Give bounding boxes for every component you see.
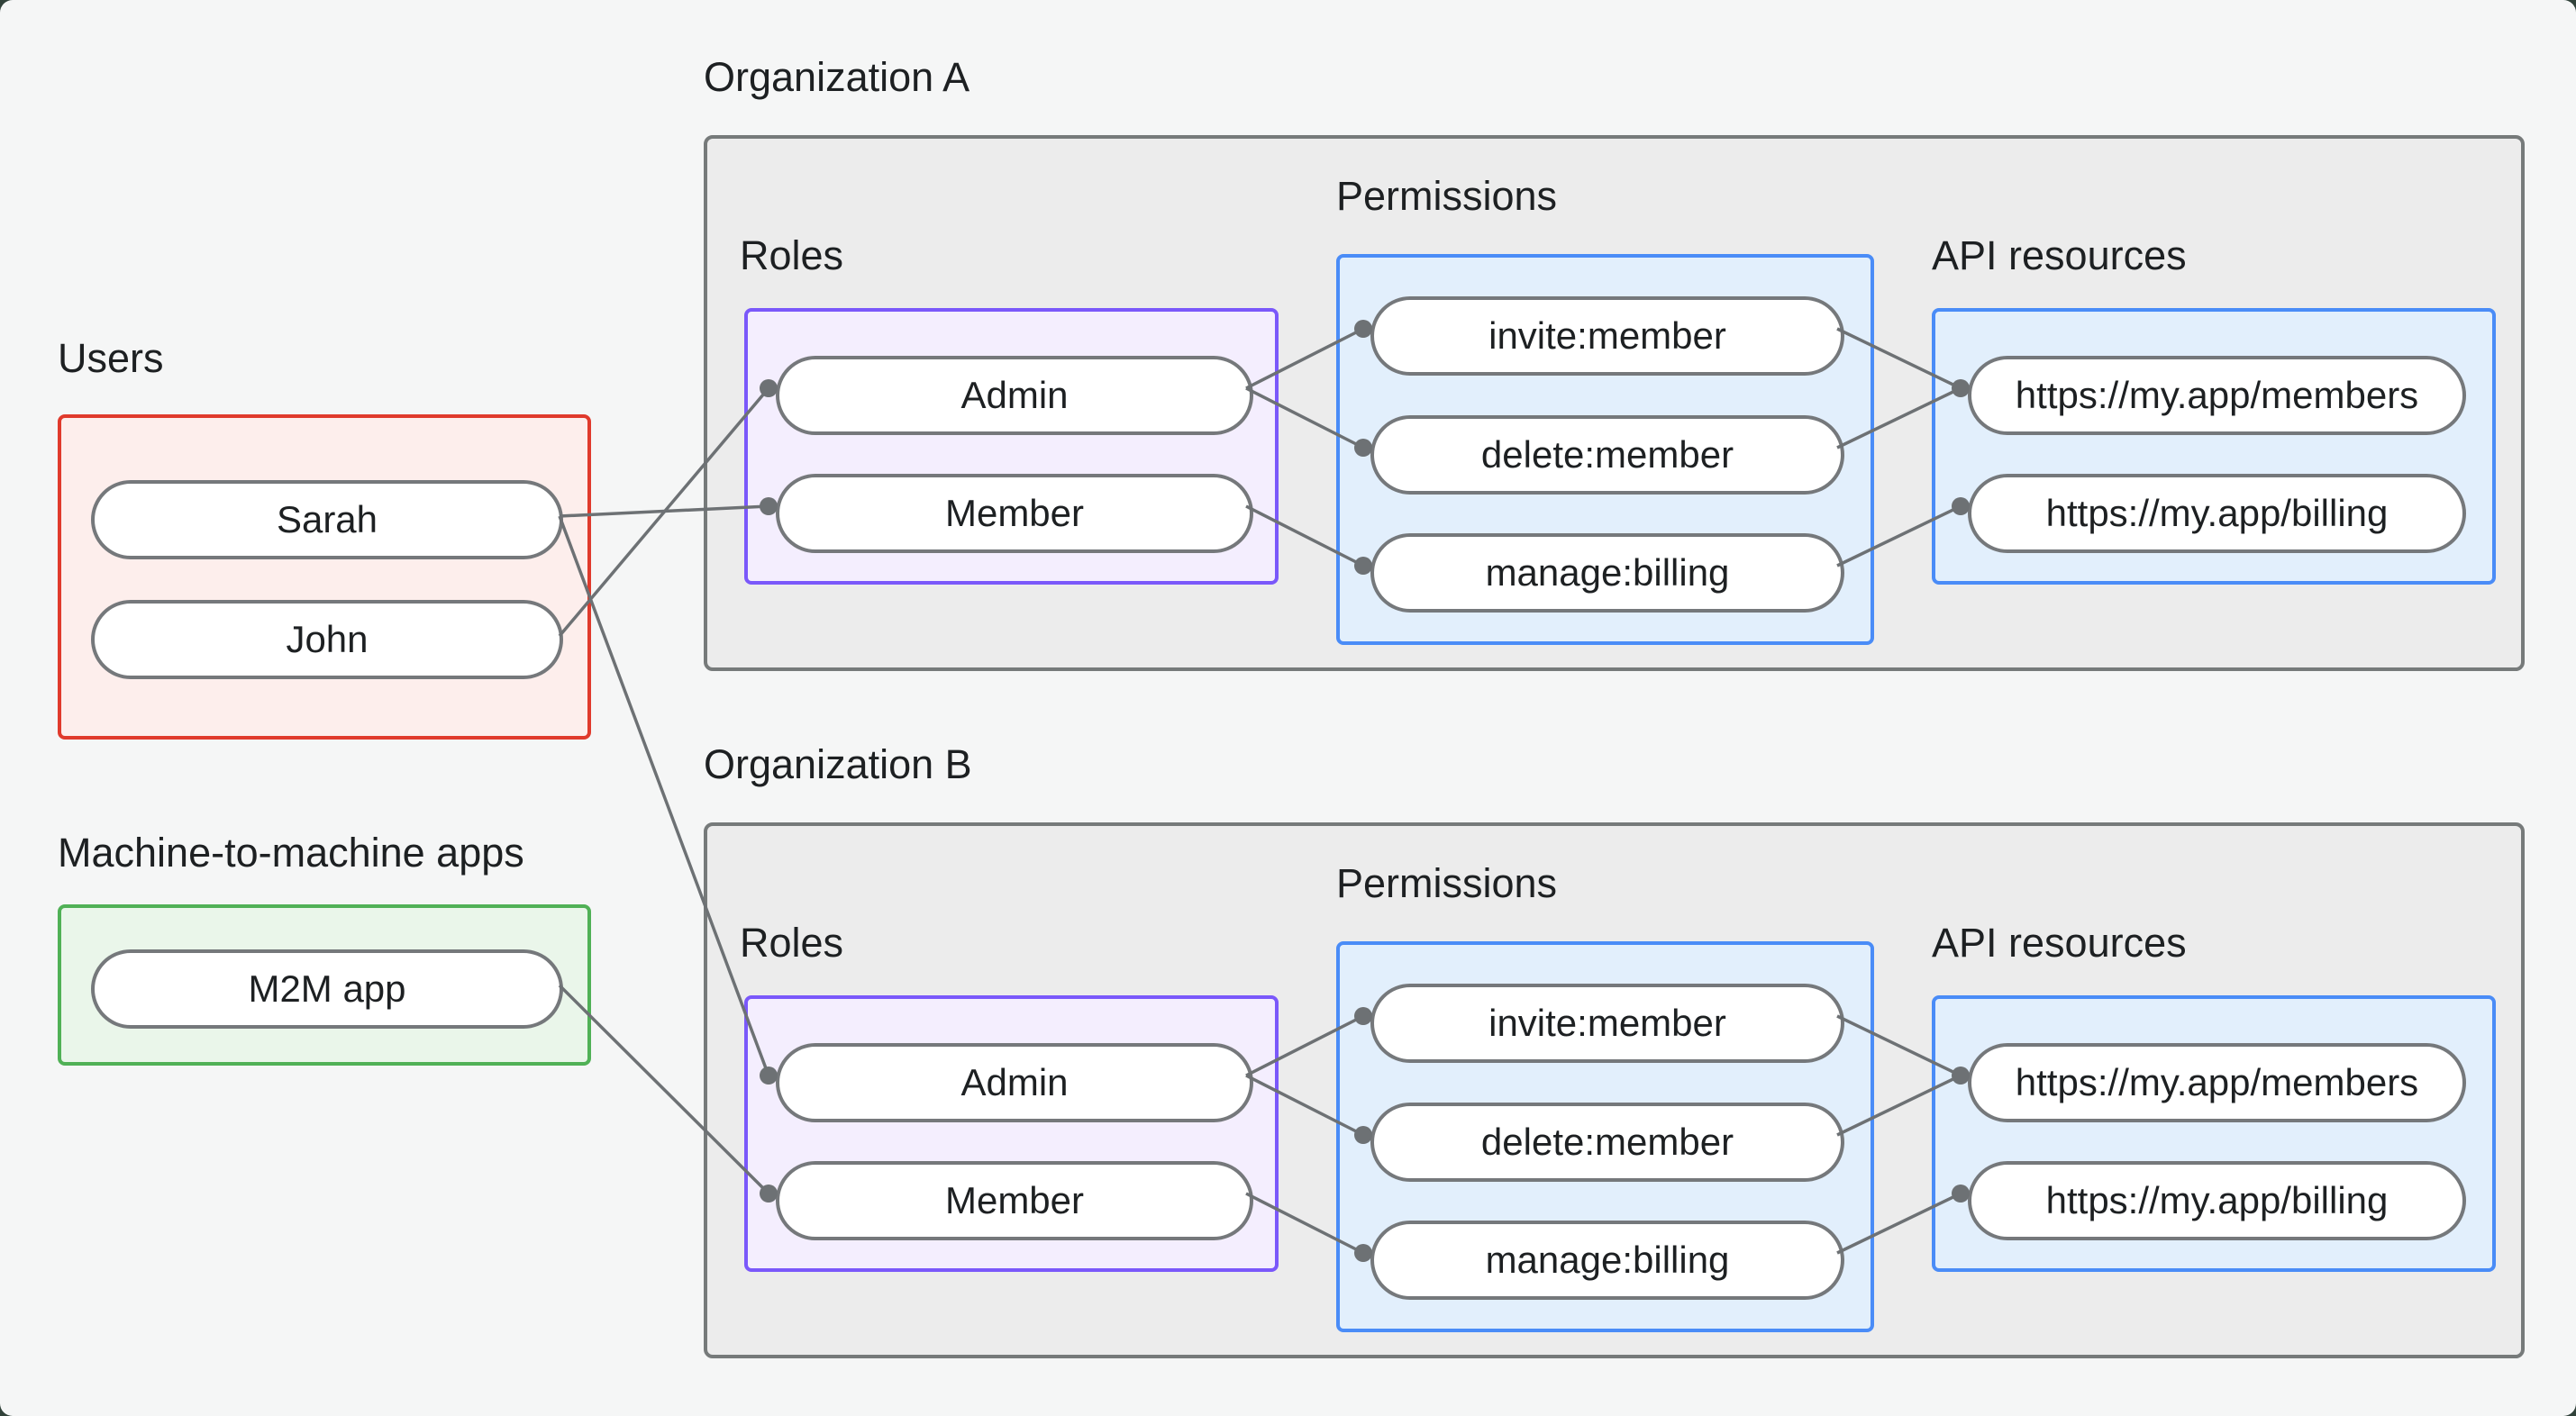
node-org-a-resource-billing: https://my.app/billing — [1968, 474, 2466, 553]
node-org-a-role-member-label: Member — [944, 492, 1085, 534]
node-user-john-label: John — [286, 618, 369, 660]
node-org-b-role-member: Member — [776, 1161, 1253, 1240]
node-org-b-resource-billing: https://my.app/billing — [1968, 1161, 2466, 1240]
node-user-sarah: Sarah — [91, 480, 563, 559]
organization-a-box: Roles Admin Member Permissions invite:me… — [704, 135, 2525, 671]
node-org-b-perm-manage-billing: manage:billing — [1370, 1221, 1844, 1300]
organization-a-title: Organization A — [704, 54, 970, 100]
org-a-api-resources-label: API resources — [1932, 232, 2187, 278]
organization-b-box: Roles Admin Member Permissions invite:me… — [704, 822, 2525, 1358]
node-org-a-perm-invite-member: invite:member — [1370, 296, 1844, 376]
node-org-b-perm-invite-member-label: invite:member — [1488, 1002, 1726, 1044]
org-a-roles-box: Admin Member — [744, 308, 1279, 585]
node-org-b-role-admin-label: Admin — [960, 1061, 1069, 1103]
node-org-a-perm-invite-member-label: invite:member — [1488, 314, 1726, 357]
node-org-a-resource-members: https://my.app/members — [1968, 356, 2466, 435]
org-b-roles-label: Roles — [740, 920, 844, 966]
node-org-a-perm-delete-member-label: delete:member — [1480, 433, 1734, 476]
node-org-b-role-admin: Admin — [776, 1043, 1253, 1122]
org-a-roles-label: Roles — [740, 232, 844, 278]
node-org-b-perm-manage-billing-label: manage:billing — [1485, 1239, 1730, 1281]
users-group-label: Users — [58, 335, 164, 381]
node-org-b-perm-delete-member-label: delete:member — [1480, 1121, 1734, 1163]
node-org-b-perm-delete-member: delete:member — [1370, 1103, 1844, 1182]
node-org-a-perm-manage-billing-label: manage:billing — [1485, 551, 1730, 594]
node-org-a-role-member: Member — [776, 474, 1253, 553]
organization-b-title: Organization B — [704, 741, 972, 787]
node-org-a-resource-billing-label: https://my.app/billing — [2045, 492, 2389, 534]
node-org-b-resource-members: https://my.app/members — [1968, 1043, 2466, 1122]
org-b-permissions-label: Permissions — [1336, 860, 1558, 906]
node-org-b-resource-members-label: https://my.app/members — [2015, 1061, 2419, 1103]
node-org-a-resource-members-label: https://my.app/members — [2015, 374, 2419, 416]
users-group-box: Sarah John — [58, 414, 591, 740]
org-b-roles-box: Admin Member — [744, 995, 1279, 1272]
node-m2m-app-label: M2M app — [248, 967, 406, 1010]
node-user-sarah-label: Sarah — [276, 498, 378, 540]
node-org-b-resource-billing-label: https://my.app/billing — [2045, 1179, 2389, 1221]
node-org-a-perm-manage-billing: manage:billing — [1370, 533, 1844, 613]
org-b-api-resources-box: https://my.app/members https://my.app/bi… — [1932, 995, 2496, 1272]
node-org-b-role-member-label: Member — [944, 1179, 1085, 1221]
node-m2m-app: M2M app — [91, 949, 563, 1029]
m2m-group-box: M2M app — [58, 904, 591, 1066]
org-a-api-resources-box: https://my.app/members https://my.app/bi… — [1932, 308, 2496, 585]
m2m-group-label: Machine-to-machine apps — [58, 830, 524, 876]
node-org-a-perm-delete-member: delete:member — [1370, 415, 1844, 495]
org-b-api-resources-label: API resources — [1932, 920, 2187, 966]
org-a-permissions-label: Permissions — [1336, 173, 1558, 219]
node-org-b-perm-invite-member: invite:member — [1370, 984, 1844, 1063]
org-b-permissions-box: invite:member delete:member manage:billi… — [1336, 941, 1874, 1332]
node-org-a-role-admin: Admin — [776, 356, 1253, 435]
node-user-john: John — [91, 600, 563, 679]
node-org-a-role-admin-label: Admin — [960, 374, 1069, 416]
org-a-permissions-box: invite:member delete:member manage:billi… — [1336, 254, 1874, 645]
